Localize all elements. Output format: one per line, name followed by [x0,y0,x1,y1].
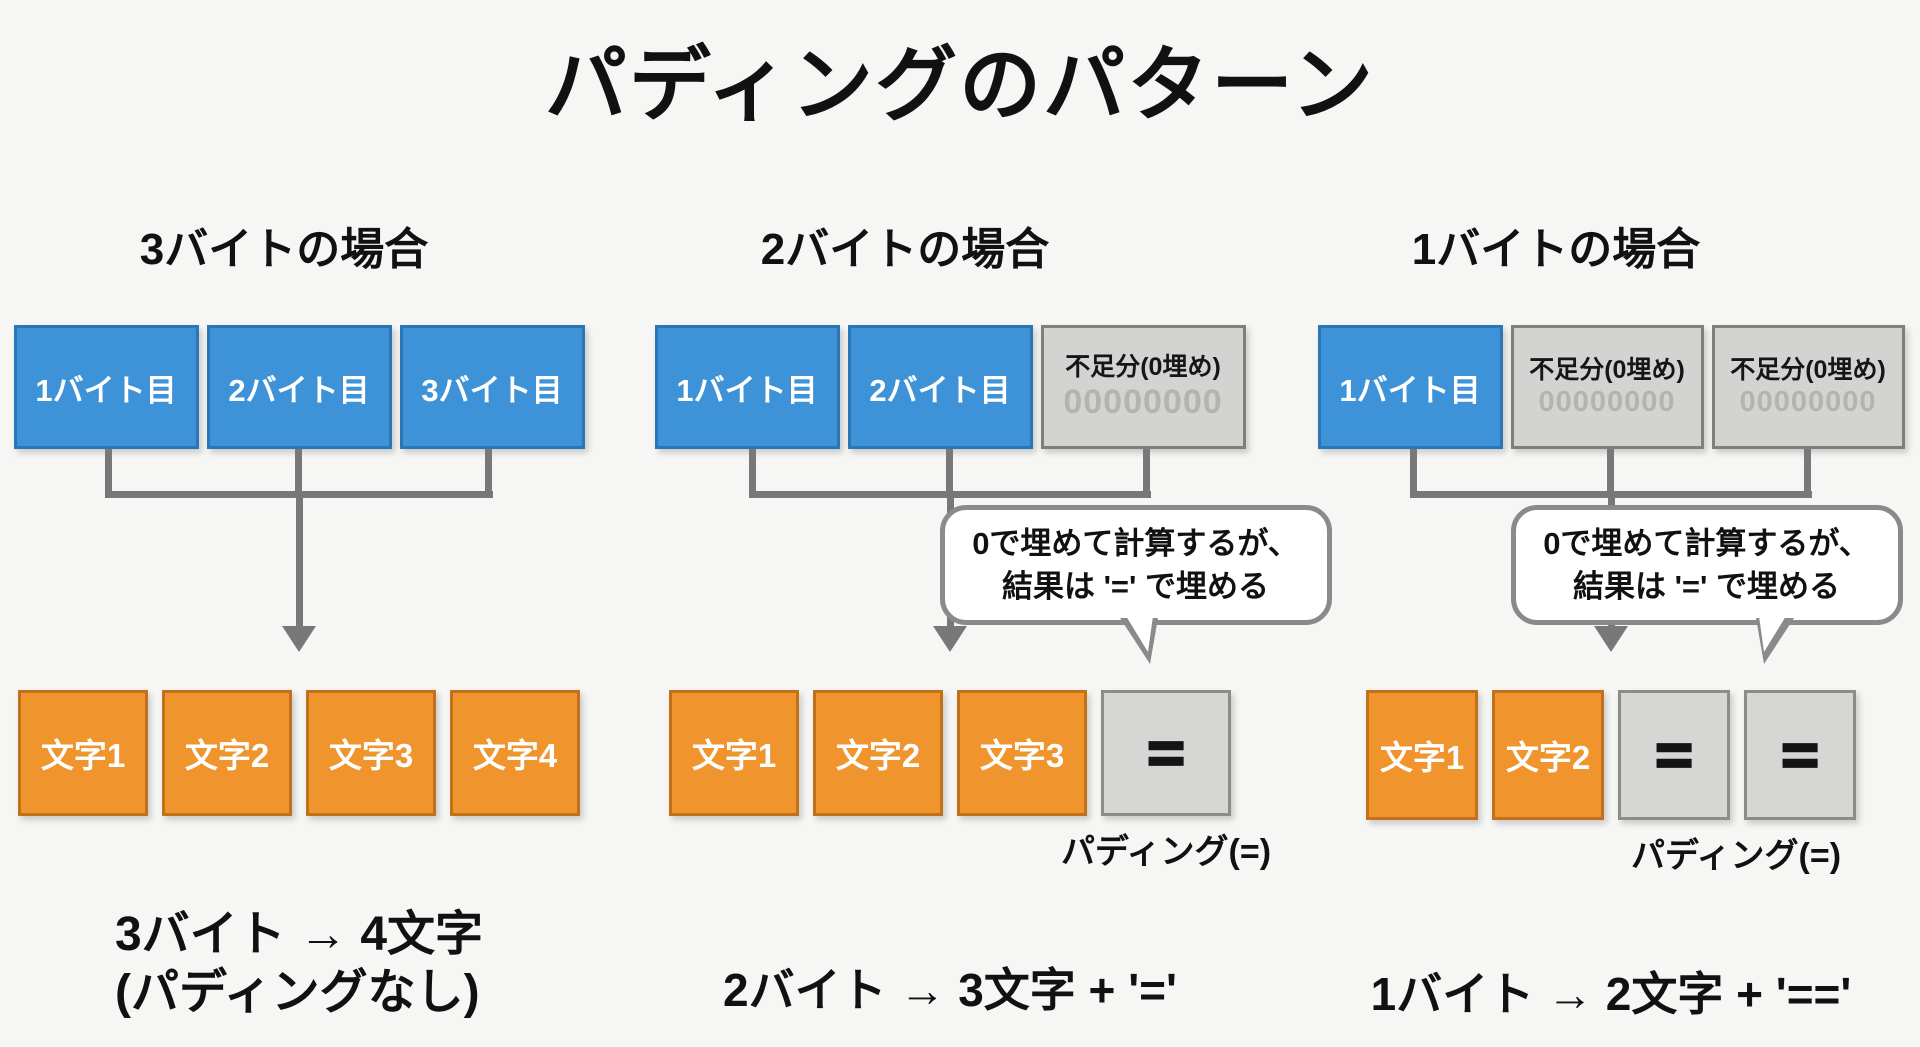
caption-line: (パディングなし) [114,965,480,1019]
page-title: パディングのパターン [544,40,1376,131]
caption-line: 3バイト → 4文字 [114,908,484,961]
padding-byte-box: 不足分(0埋め) 00000000 [1040,325,1246,449]
char-box-label: 文字1 [691,737,777,774]
connector-stub [104,449,112,491]
padding-label-row [14,816,585,874]
padding-label: パディング(=) [1060,833,1272,871]
column-3byte-caption: 3バイト → 4文字 (パディングなし) [115,906,483,1021]
padding-equals-box: = [1101,690,1231,816]
char-box: 文字1 [669,690,799,816]
byte-box-label: 1バイト目 [35,372,177,408]
char-box: 文字2 [162,690,292,816]
byte-box-label: 2バイト目 [869,372,1011,408]
column-2byte-caption: 2バイト → 3文字 + '=' [723,964,1177,1016]
byte-box-label: 1バイト目 [1339,372,1481,408]
bubble-line: 0で埋めて計算するが、 [972,526,1299,561]
byte-row: 1バイト目 2バイト目 不足分(0埋め) 00000000 [654,325,1246,449]
char-box-label: 文字4 [472,737,558,774]
connector-rail [749,491,1151,498]
bubble-line: 0で埋めて計算するが、 [1543,526,1870,561]
connector-stub [295,449,302,491]
byte-box-label: 1バイト目 [676,372,818,408]
column-1byte-caption: 1バイト → 2文字 + '==' [1370,968,1852,1020]
bubble-tail [1126,615,1154,652]
column-1byte-case: 1バイトの場合 1バイト目 不足分(0埋め) 00000000 不足分(0埋め)… [1316,213,1907,1024]
char-box-label: 文字3 [979,737,1065,774]
padding-label-row: パディング(=) [1316,820,1907,878]
connector-rail [1410,491,1812,498]
byte-box: 1バイト目 [1317,325,1503,449]
column-2byte-case: 2バイトの場合 1バイト目 2バイト目 不足分(0埋め) 00000000 [654,213,1332,1020]
connector-stub [1142,449,1150,491]
padding-label: パディング(=) [1630,837,1842,875]
down-arrow-icon [933,626,967,652]
connector-stub [1803,449,1811,491]
zero-fill-value: 00000000 [1538,385,1676,418]
speech-bubble: 0で埋めて計算するが、 結果は '=' で埋める [939,505,1332,664]
padding-equals-box: = [1618,690,1730,820]
char-box: 文字2 [1492,690,1604,820]
padding-equals-box: = [1744,690,1856,820]
column-2byte-header: 2バイトの場合 [760,225,1050,274]
char-box-label: 文字2 [1505,739,1591,776]
arrow-stem [295,498,303,626]
char-box: 文字3 [957,690,1087,816]
equals-sign: = [1780,721,1820,789]
connector-stub [946,449,953,491]
byte-box: 2バイト目 [206,325,392,449]
padding-byte-box: 不足分(0埋め) 00000000 [1510,325,1704,449]
bubble-tail [1759,615,1787,652]
column-3byte-case: 3バイトの場合 1バイト目 2バイト目 3バイト目 [13,213,585,1021]
equals-sign: = [1654,721,1694,789]
byte-box: 1バイト目 [654,325,840,449]
char-box: 文字3 [306,690,436,816]
bracket-connector [14,449,585,652]
byte-row: 1バイト目 2バイト目 3バイト目 [13,325,585,449]
char-row: 文字1 文字2 = = [1366,690,1856,820]
char-box: 文字1 [18,690,148,816]
padding-byte-box: 不足分(0埋め) 00000000 [1711,325,1905,449]
zero-fill-value: 00000000 [1739,385,1877,418]
zero-fill-value: 00000000 [1063,383,1223,422]
column-1byte-header: 1バイトの場合 [1411,225,1701,274]
padding-byte-label: 不足分(0埋め) [1730,355,1886,384]
column-3byte-header: 3バイトの場合 [139,225,429,274]
connector-stub [485,449,493,491]
equals-sign: = [1146,719,1186,787]
char-box-label: 文字2 [835,737,921,774]
byte-box: 3バイト目 [399,325,585,449]
char-box-label: 文字3 [328,737,414,774]
byte-box-label: 2バイト目 [228,372,370,408]
char-box: 文字2 [813,690,943,816]
columns-container: 3バイトの場合 1バイト目 2バイト目 3バイト目 [0,213,1920,1024]
speech-bubble: 0で埋めて計算するが、 結果は '=' で埋める [1510,505,1903,664]
down-arrow-icon [282,626,316,652]
char-box-label: 文字1 [1379,739,1465,776]
connector-stub [1607,449,1614,491]
char-row: 文字1 文字2 文字3 文字4 [18,690,580,816]
padding-byte-label: 不足分(0埋め) [1529,355,1685,384]
char-box: 文字4 [450,690,580,816]
char-row: 文字1 文字2 文字3 = [669,690,1231,816]
char-box: 文字1 [1366,690,1478,820]
byte-row: 1バイト目 不足分(0埋め) 00000000 不足分(0埋め) 0000000… [1316,325,1907,449]
down-arrow-icon [1594,626,1628,652]
byte-box: 2バイト目 [847,325,1033,449]
bubble-line: 結果は '=' で埋める [1572,568,1841,604]
connector-stub [1410,449,1418,491]
padding-byte-label: 不足分(0埋め) [1065,352,1221,381]
byte-box-label: 3バイト目 [421,372,563,408]
char-box-label: 文字2 [184,737,270,774]
byte-box: 1バイト目 [13,325,199,449]
bubble-line: 結果は '=' で埋める [1001,568,1270,604]
padding-label-row: パディング(=) [655,816,1271,874]
char-box-label: 文字1 [40,737,126,774]
connector-stub [749,449,757,491]
connector-rail [104,491,494,498]
